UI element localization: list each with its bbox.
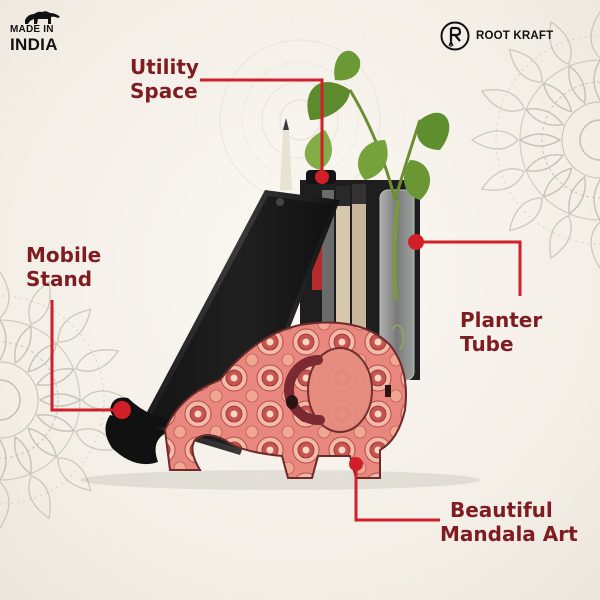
planter-tube-label: Planter Tube (460, 308, 543, 356)
brand-logo: ROOT KRAFT (440, 20, 553, 52)
root-kraft-logo-icon (440, 21, 470, 51)
india-text: INDIA (10, 35, 58, 54)
made-in-text: MADE IN (10, 24, 54, 35)
phone (140, 190, 340, 455)
mandala-art-label: Beautiful Mandala Art (440, 498, 578, 546)
lion-emblem-icon (25, 11, 60, 24)
brand-name: ROOT KRAFT (476, 30, 554, 42)
utility-space-label: Utility Space (130, 55, 199, 103)
mobile-stand-label: Mobile Stand (26, 243, 102, 291)
made-in-india-badge: MADE IN INDIA (10, 8, 72, 54)
